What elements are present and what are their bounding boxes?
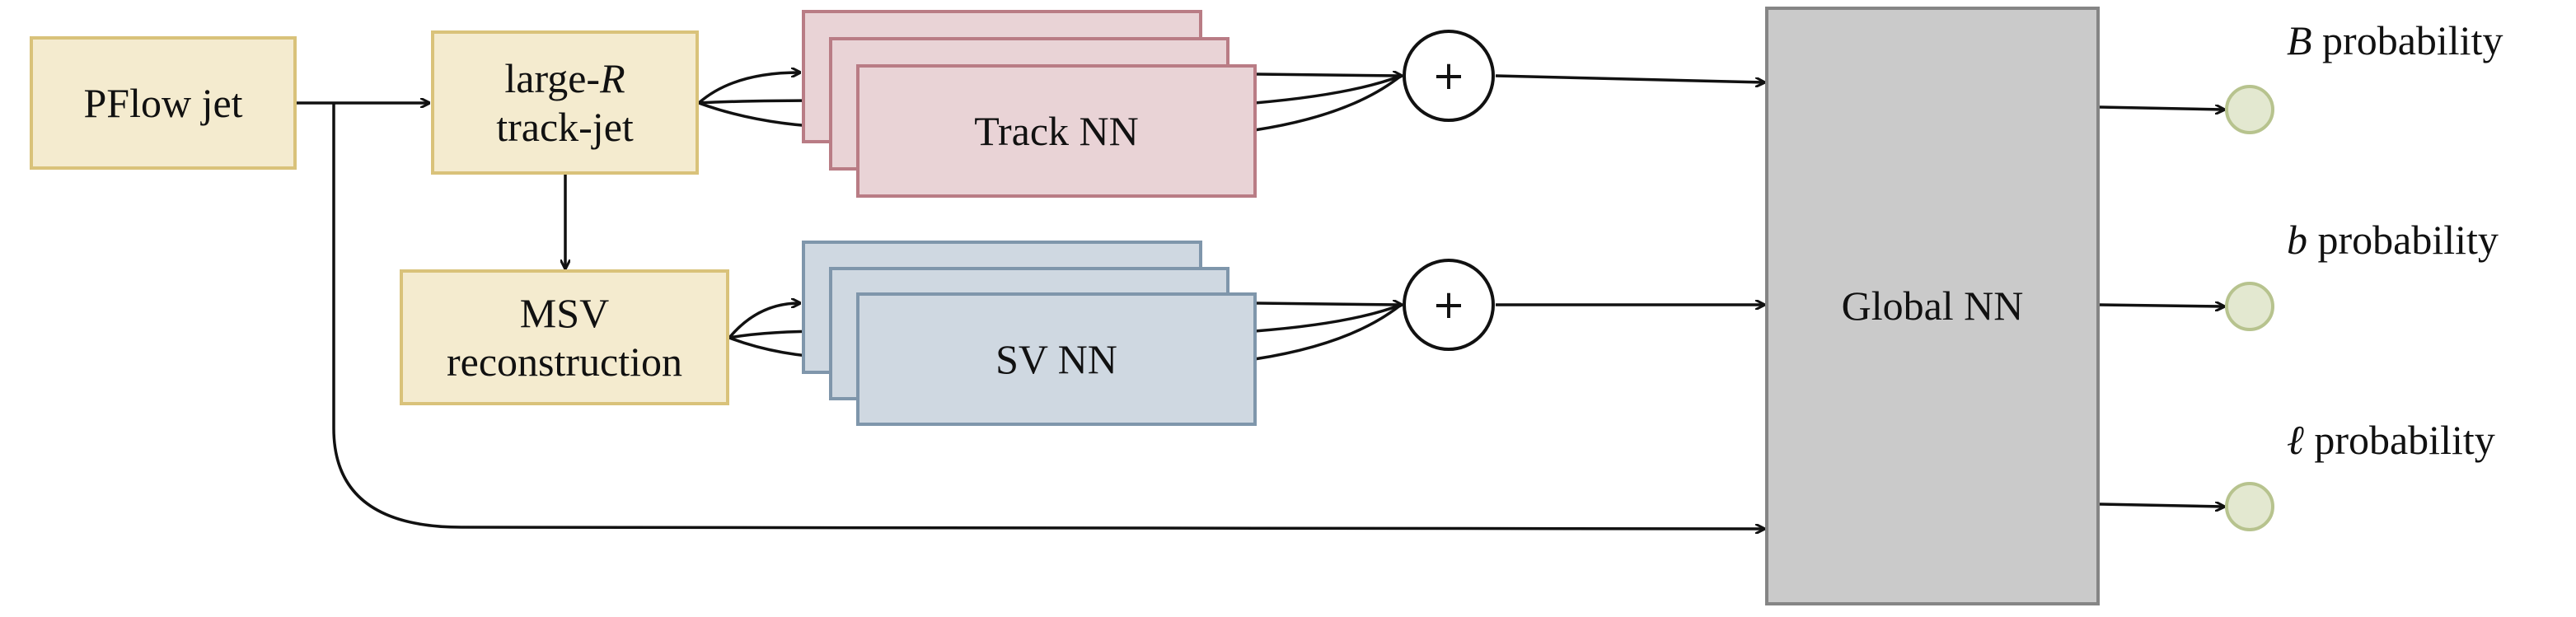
output-node-light	[2225, 482, 2274, 531]
sv-nn-label: SV NN	[995, 335, 1117, 382]
large-r-line2: track-jet	[496, 103, 634, 150]
sv-sum-symbol: +	[1431, 282, 1466, 328]
msv-line2: reconstruction	[446, 338, 682, 385]
large-r-trackjet-label: large-R track-jet	[496, 54, 634, 152]
edge-global-to-output-b-heavy	[2099, 107, 2223, 110]
edge-sv-to-sum-1	[1253, 303, 1401, 305]
edge-msv-to-sv-1	[728, 303, 799, 339]
output-label-b-heavy: B probability	[2287, 16, 2503, 64]
track-sum-symbol: +	[1431, 53, 1466, 99]
output-text-light: probability	[2303, 417, 2495, 463]
output-text-b-heavy: probability	[2311, 17, 2503, 63]
msv-reconstruction-box: MSV reconstruction	[400, 269, 729, 405]
msv-line1: MSV	[519, 289, 610, 336]
sv-sum-node: +	[1403, 259, 1495, 351]
edge-sv-to-sum-2	[1253, 303, 1402, 333]
edge-larger-to-track-1	[697, 72, 799, 105]
global-nn-label: Global NN	[1841, 283, 2024, 329]
edge-sv-to-sum-3	[1253, 303, 1403, 361]
large-r-trackjet-box: large-R track-jet	[431, 30, 699, 175]
msv-reconstruction-label: MSV reconstruction	[447, 289, 682, 386]
edge-track-to-sum-1	[1253, 74, 1401, 76]
edge-track-to-sum-2	[1253, 74, 1402, 105]
pflow-jet-label: PFlow jet	[83, 79, 243, 126]
edge-global-to-output-b	[2099, 305, 2223, 306]
edge-global-to-output-light	[2099, 504, 2223, 507]
output-symbol-b: b	[2287, 217, 2307, 263]
track-nn-box: Track NN	[856, 64, 1257, 198]
output-label-b: b probability	[2287, 216, 2499, 264]
pflow-jet-box: PFlow jet	[30, 36, 297, 170]
large-r-prefix: large-	[504, 54, 601, 101]
output-node-b-heavy	[2225, 85, 2274, 134]
edge-pflow-to-global	[332, 103, 1763, 529]
track-nn-label: Track NN	[974, 107, 1139, 154]
output-label-light: ℓ probability	[2287, 416, 2495, 464]
output-node-b	[2225, 282, 2274, 331]
output-text-b: probability	[2307, 217, 2499, 263]
edge-track-to-sum-3	[1253, 74, 1403, 132]
output-symbol-b-heavy: B	[2287, 17, 2312, 63]
sv-nn-box: SV NN	[856, 292, 1257, 426]
output-symbol-light: ℓ	[2287, 417, 2304, 463]
track-sum-node: +	[1403, 30, 1495, 122]
large-r-symbol: R	[600, 54, 625, 101]
edge-track-sum-to-global	[1495, 74, 1763, 82]
global-nn-box: Global NN	[1765, 7, 2100, 605]
